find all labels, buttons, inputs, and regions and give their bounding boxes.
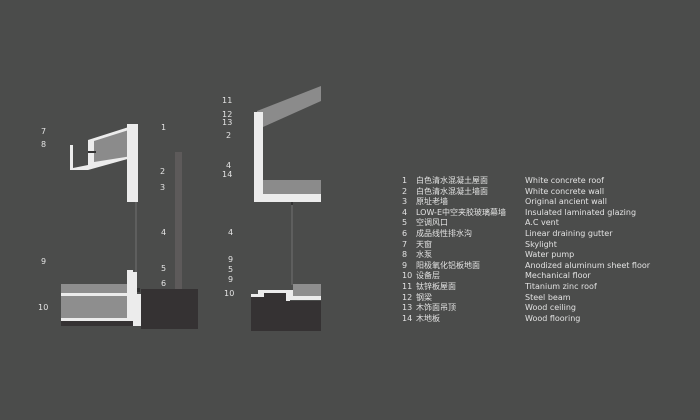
legend-item: 2 白色清水混凝土墙面 White concrete wall (402, 187, 650, 198)
callout-3: 3 (160, 183, 166, 192)
callout-9: 9 (41, 257, 47, 266)
legend-zh: 成品线性排水沟 (416, 228, 472, 238)
legend-num: 8 (402, 250, 408, 260)
right-section (251, 86, 321, 331)
legend-num: 11 (402, 281, 413, 291)
callout-9-right-b: 9 (228, 275, 234, 284)
skylight-infill (94, 129, 132, 162)
legend-item: 8 水泵 Water pump (402, 250, 650, 261)
legend-item: 7 天窗 Skylight (402, 240, 650, 251)
ac-vent (137, 288, 140, 292)
mechanical-floor (61, 284, 133, 318)
floor-upstand (127, 270, 141, 326)
callout-2: 2 (160, 167, 166, 176)
legend-en: Insulated laminated glazing (525, 207, 637, 217)
legend-en: Steel beam (525, 292, 571, 302)
legend-zh: 白色清水混凝土屋面 (416, 176, 488, 185)
legend-item: 9 阳极氧化铝板地面 Anodized aluminum sheet floor (402, 261, 650, 272)
legend-zh: 钛锌板屋面 (416, 281, 456, 291)
legend-en: Wood ceiling (525, 303, 576, 313)
legend-num: 6 (402, 228, 408, 238)
floor-white-band-top (61, 293, 129, 296)
callout-4: 4 (161, 228, 167, 237)
legend-item: 6 成品线性排水沟 Linear draining gutter (402, 229, 650, 240)
original-ancient-wall (175, 152, 182, 290)
callout-9-right-a: 9 (228, 255, 234, 264)
legend-en: Mechanical floor (525, 271, 591, 281)
legend-num: 14 (402, 313, 413, 323)
white-concrete-wall (127, 124, 138, 202)
legend-zh: 天窗 (416, 239, 432, 249)
legend-en: Linear draining gutter (525, 228, 613, 238)
legend-item: 5 空调风口 A.C vent (402, 218, 650, 229)
callout-8: 8 (41, 140, 47, 149)
wood-flooring-slab (263, 180, 321, 194)
callout-10: 10 (38, 303, 49, 312)
left-section (61, 124, 198, 329)
legend-num: 9 (402, 260, 408, 270)
legend-zh: 木地板 (416, 313, 440, 323)
legend-item: 3 原址老墙 Original ancient wall (402, 197, 650, 208)
legend-num: 10 (402, 271, 413, 281)
legend-num: 13 (402, 303, 413, 313)
callout-6: 6 (161, 279, 167, 288)
ground-block-right (251, 293, 321, 331)
legend-en: Original ancient wall (525, 197, 608, 207)
steel-beam-mark (291, 202, 293, 205)
legend-num: 7 (402, 239, 408, 249)
legend-item: 4 LOW-E中空夹胶玻璃幕墙 Insulated laminated glazin… (402, 208, 650, 219)
legend-zh: 阳极氧化铝板地面 (416, 260, 480, 270)
legend-en: A.C vent (525, 218, 559, 228)
legend: 1 白色清水混凝土屋面 White concrete roof 2 白色清水混凝土墙面… (402, 176, 650, 324)
legend-en: Water pump (525, 250, 575, 260)
legend-zh: 钢梁 (416, 292, 432, 302)
legend-zh: 原址老墙 (416, 197, 448, 207)
legend-zh: 设备层 (416, 271, 440, 281)
skylight-frame (88, 140, 94, 167)
floor-white-band-bottom (61, 318, 133, 321)
ground-block (141, 289, 198, 329)
callout-12: 12 (222, 110, 233, 119)
legend-zh: 木饰面吊顶 (416, 303, 456, 313)
legend-zh: 白色清水混凝土墙面 (416, 186, 488, 196)
legend-num: 3 (402, 197, 408, 207)
titanium-zinc-roof (257, 86, 321, 127)
legend-en: Wood flooring (525, 313, 581, 323)
callout-5: 5 (161, 264, 167, 273)
callout-4-right-lower: 4 (228, 228, 234, 237)
legend-num: 5 (402, 218, 408, 228)
legend-num: 2 (402, 186, 408, 196)
legend-item: 1 白色清水混凝土屋面 White concrete roof (402, 176, 650, 187)
legend-en: White concrete roof (525, 176, 604, 185)
legend-zh: LOW-E中空夹胶玻璃幕墙 (416, 207, 506, 217)
legend-num: 12 (402, 292, 413, 302)
callout-4-right-upper: 4 (226, 161, 232, 170)
legend-zh: 空调风口 (416, 218, 448, 228)
legend-en: Anodized aluminum sheet floor (525, 260, 651, 270)
white-concrete-wall-upper (254, 112, 263, 180)
legend-en: White concrete wall (525, 186, 605, 196)
water-pump (88, 151, 96, 153)
legend-en: Skylight (525, 239, 557, 249)
callout-10-right: 10 (224, 289, 235, 298)
callout-11: 11 (222, 96, 233, 105)
legend-num: 4 (402, 207, 408, 217)
lower-floor-grey (293, 284, 321, 296)
legend-num: 1 (402, 176, 408, 185)
callout-1: 1 (161, 123, 167, 132)
callout-14: 14 (222, 170, 233, 179)
legend-zh: 水泵 (416, 250, 432, 260)
callout-2-right: 2 (226, 131, 232, 140)
callout-13: 13 (222, 118, 233, 127)
callout-7: 7 (41, 127, 47, 136)
callout-5-right: 5 (228, 265, 234, 274)
floor-dark-base (61, 321, 133, 326)
legend-en: Titanium zinc roof (525, 281, 597, 291)
